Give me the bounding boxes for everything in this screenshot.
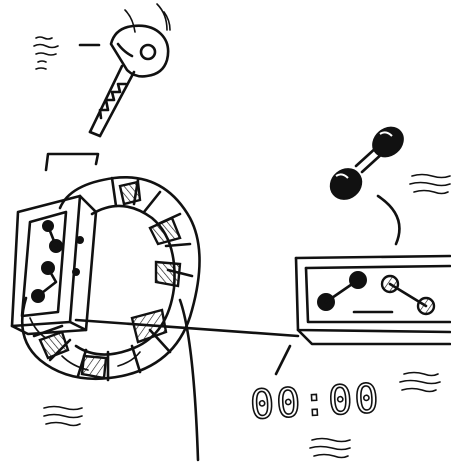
time-readout: 00:00 (249, 376, 382, 429)
note-scribble-top-left (33, 36, 101, 70)
dumbbell-icon (329, 126, 404, 200)
note-scribble-bottom-left (43, 405, 83, 427)
bracelet-icon (20, 176, 201, 382)
key-icon (88, 3, 171, 138)
note-scribble-bottom-right (399, 371, 441, 393)
bracket-mark (44, 152, 100, 172)
connector-time (274, 344, 292, 376)
bracelet-face (10, 194, 98, 336)
note-scribble-under-time (309, 437, 351, 459)
note-scribble-dumbbell (409, 173, 451, 195)
connector-dumbbell (376, 194, 401, 246)
connector-vertical (178, 298, 200, 462)
device-panel-icon (294, 254, 451, 346)
